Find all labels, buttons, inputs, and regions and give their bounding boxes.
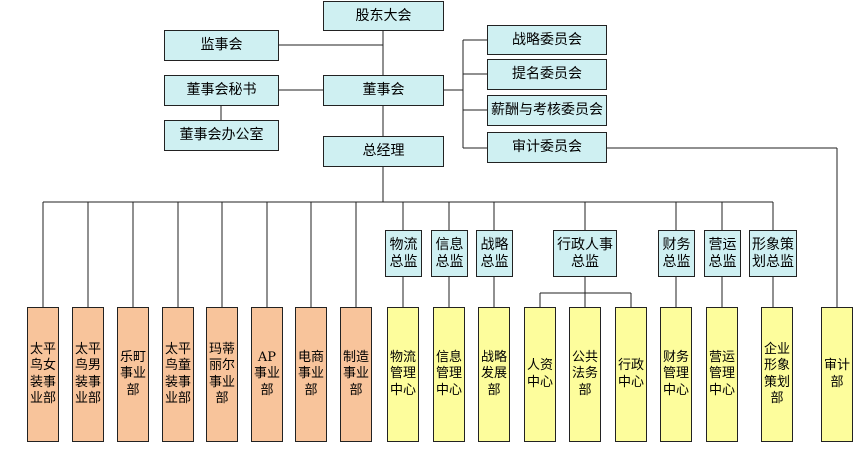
center-box: 财务管理中心 xyxy=(660,307,692,442)
operations-director-box: 营运总监 xyxy=(704,230,741,277)
board-secretary-box: 董事会秘书 xyxy=(164,75,279,106)
finance-director-box: 财务总监 xyxy=(658,230,695,277)
strategy-committee-box: 战略委员会 xyxy=(487,25,607,55)
image-planning-director-box: 形象策划总监 xyxy=(749,230,797,277)
center-box: 物流管理中心 xyxy=(387,307,419,442)
logistics-director-box: 物流总监 xyxy=(385,230,422,277)
shareholders-meeting-box: 股东大会 xyxy=(323,1,444,31)
business-unit-box: 玛蒂丽尔事业部 xyxy=(206,307,238,442)
it-director-box: 信息总监 xyxy=(431,230,468,277)
audit-department-box: 审计部 xyxy=(821,307,853,442)
business-unit-box: 乐町事业部 xyxy=(117,307,149,442)
admin-hr-director-box: 行政人事总监 xyxy=(553,230,617,277)
business-unit-box: 太平鸟童装事业部 xyxy=(162,307,194,442)
board-office-box: 董事会办公室 xyxy=(164,120,279,151)
business-unit-box: AP事业部 xyxy=(251,307,283,442)
general-manager-box: 总经理 xyxy=(323,136,444,167)
center-box: 战略发展部 xyxy=(478,307,510,442)
center-box: 公共法务部 xyxy=(569,307,601,442)
center-box: 营运管理中心 xyxy=(706,307,738,442)
center-box: 行政中心 xyxy=(615,307,647,442)
center-box: 企业形象策划部 xyxy=(761,307,793,442)
business-unit-box: 电商事业部 xyxy=(295,307,327,442)
center-box: 信息管理中心 xyxy=(433,307,465,442)
audit-committee-box: 审计委员会 xyxy=(487,132,607,163)
supervisory-board-box: 监事会 xyxy=(164,30,279,61)
nomination-committee-box: 提名委员会 xyxy=(487,59,607,90)
center-box: 人资中心 xyxy=(524,307,556,442)
compensation-committee-box: 薪酬与考核委员会 xyxy=(487,95,607,126)
business-unit-box: 太平鸟男装事业部 xyxy=(72,307,104,442)
board-of-directors-box: 董事会 xyxy=(323,75,444,106)
strategy-director-box: 战略总监 xyxy=(476,230,513,277)
business-unit-box: 制造事业部 xyxy=(340,307,372,442)
business-unit-box: 太平鸟女装事业部 xyxy=(27,307,59,442)
